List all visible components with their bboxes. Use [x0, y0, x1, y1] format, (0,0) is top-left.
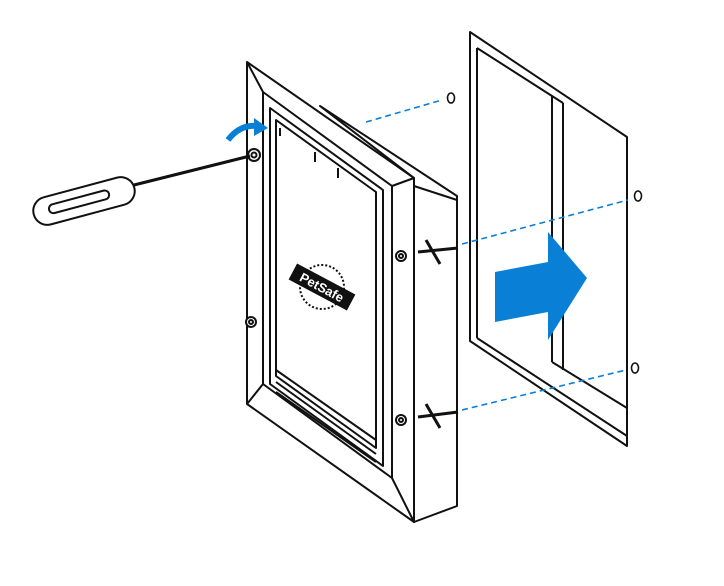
screw-icon [245, 148, 407, 426]
petsafe-logo: PetSafe [288, 263, 356, 311]
bolt-icon [417, 239, 459, 429]
mounting-hole-icon [446, 92, 643, 374]
rotate-arrow-icon [225, 118, 268, 142]
insert-direction-arrow-icon [495, 232, 587, 340]
alignment-lines [365, 99, 629, 411]
screwdriver-icon [32, 154, 251, 226]
